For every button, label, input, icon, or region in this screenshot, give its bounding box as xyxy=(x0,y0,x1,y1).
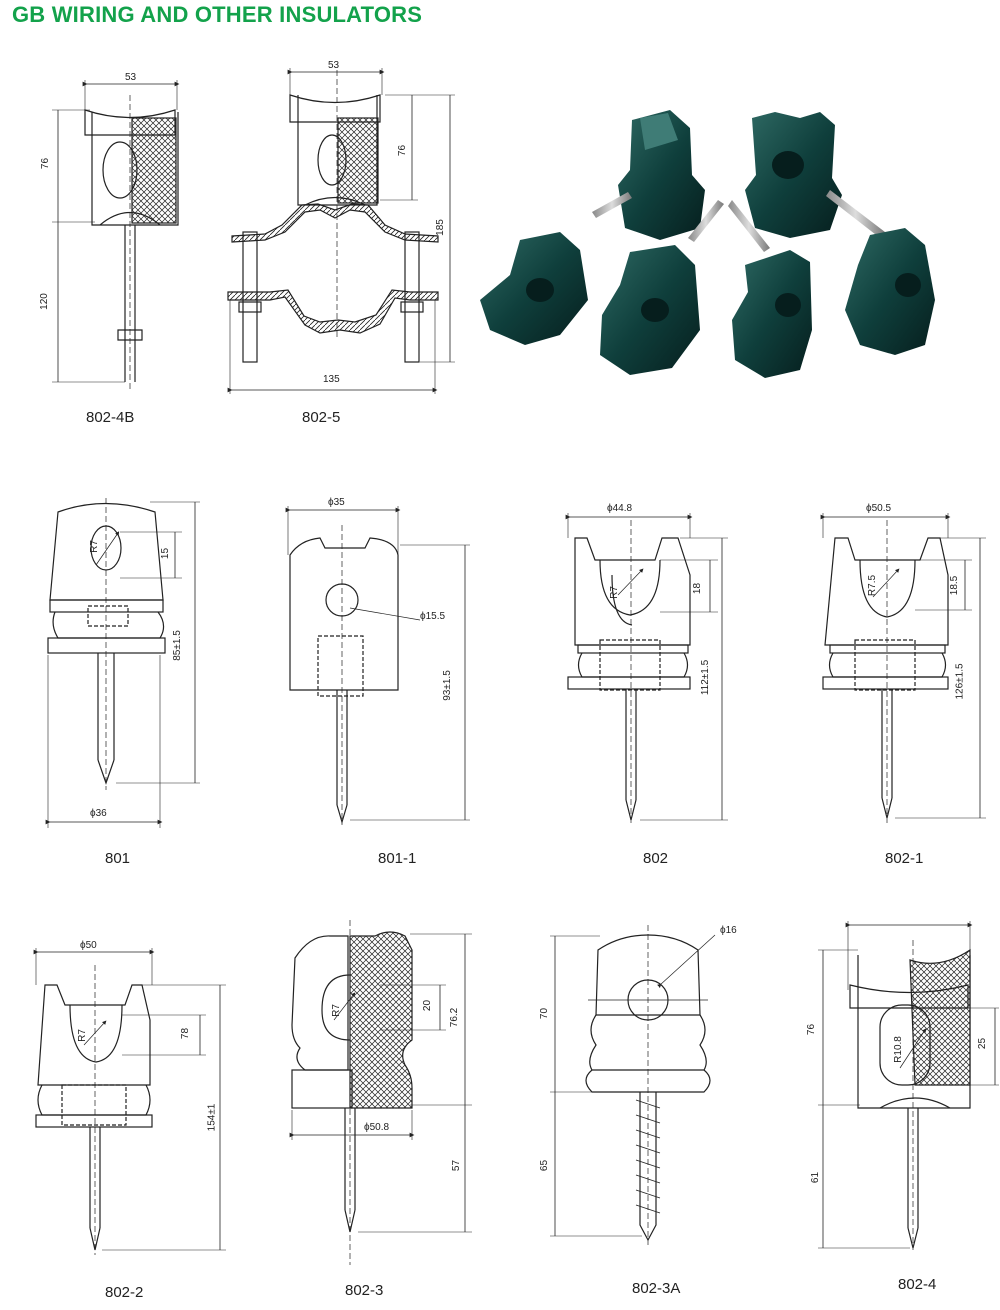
dim-label: 61 xyxy=(810,1171,822,1184)
drawing-802-5 xyxy=(227,68,455,394)
dim-label: 78 xyxy=(180,1027,192,1040)
dim-label: ϕ44.8 xyxy=(607,503,633,514)
dim-label: 57 xyxy=(451,1159,463,1172)
caption-802-2: 802-2 xyxy=(105,1284,144,1301)
drawing-801 xyxy=(45,498,200,828)
dim-label: 85±1.5 xyxy=(171,630,183,661)
dim-label: 53 xyxy=(125,72,137,83)
caption-802-3: 802-3 xyxy=(345,1282,384,1299)
dim-label: 70 xyxy=(539,1007,551,1020)
dim-label: 112±1.5 xyxy=(700,659,712,696)
dim-label: ϕ50.5 xyxy=(866,503,892,514)
drawing-802-2 xyxy=(33,948,226,1255)
drawing-802-4B xyxy=(52,80,180,390)
dim-label: 185 xyxy=(434,219,446,236)
dim-label: 120 xyxy=(38,293,50,310)
caption-802-4: 802-4 xyxy=(898,1276,937,1293)
dim-label: 154±1 xyxy=(206,1103,218,1132)
dim-label: 76 xyxy=(40,157,52,170)
drawing-802-3 xyxy=(289,920,472,1265)
dim-label: 76.2 xyxy=(449,1007,461,1028)
dim-label: 76 xyxy=(806,1023,818,1036)
dim-label: ϕ50 xyxy=(80,940,97,951)
drawing-802-4 xyxy=(818,921,999,1250)
caption-802: 802 xyxy=(643,850,669,867)
dim-label: 93±1.5 xyxy=(441,670,453,701)
drawing-802 xyxy=(565,513,728,825)
dim-label: 15 xyxy=(160,547,172,560)
dim-label: ϕ50.8 xyxy=(364,1122,390,1133)
dim-label: ϕ36 xyxy=(90,808,107,819)
caption-802-5: 802-5 xyxy=(302,409,341,426)
dim-label: 53 xyxy=(328,60,340,71)
page-title: GB WIRING AND OTHER INSULATORS xyxy=(12,2,423,27)
drawing-802-1 xyxy=(820,513,986,825)
caption-801-1: 801-1 xyxy=(378,850,417,867)
dim-label: 25 xyxy=(977,1037,989,1050)
dim-label: ϕ35 xyxy=(328,497,345,508)
caption-802-1: 802-1 xyxy=(885,850,924,867)
dim-label: R7.5 xyxy=(867,574,879,597)
dim-label: 18 xyxy=(692,582,704,595)
dim-label: R7 xyxy=(76,1029,88,1042)
caption-801: 801 xyxy=(105,850,131,867)
dim-label: 76 xyxy=(397,144,409,157)
insulators-photo xyxy=(480,110,935,378)
dim-label: R7 xyxy=(608,586,620,599)
dim-label: ϕ15.5 xyxy=(420,611,446,622)
drawing-802-3A xyxy=(550,925,716,1245)
dim-label: R7 xyxy=(88,540,100,553)
dim-label: R10.8 xyxy=(892,1036,904,1063)
dim-label: 126±1.5 xyxy=(954,663,966,700)
caption-802-3A: 802-3A xyxy=(632,1280,681,1297)
dim-label: ϕ16 xyxy=(720,925,737,936)
dim-label: 18.5 xyxy=(949,575,961,596)
dim-label: R7 xyxy=(330,1004,342,1017)
drawing-801-1 xyxy=(285,506,470,825)
dim-label: 20 xyxy=(422,999,434,1012)
caption-802-4B: 802-4B xyxy=(86,409,135,426)
dim-label: 65 xyxy=(539,1159,551,1172)
dim-label: 135 xyxy=(323,374,340,385)
